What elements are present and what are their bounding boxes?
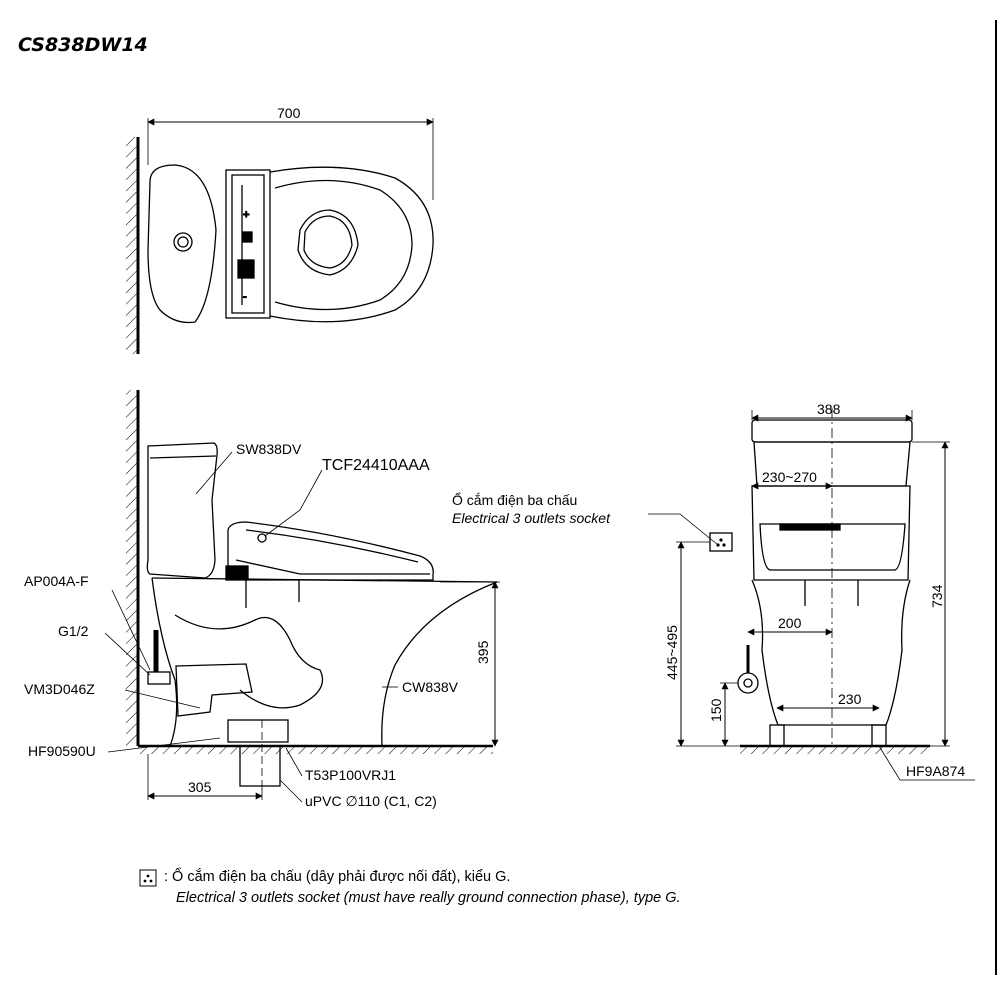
socket-height-dimension: 445~495	[664, 625, 680, 680]
part-label-hf90590u: HF90590U	[28, 743, 96, 759]
part-label-ap004a: AP004A-F	[24, 573, 89, 589]
legend-line-en: Electrical 3 outlets socket (must have r…	[176, 890, 681, 906]
valve-height-dimension: 150	[708, 698, 724, 722]
height-dimension: 395	[475, 640, 491, 664]
seat-label: TCF24410AAA	[322, 457, 430, 474]
svg-text:+: +	[243, 209, 249, 221]
bolt-spacing-dimension: 230	[838, 691, 862, 707]
model-title: CS838DW14	[18, 34, 148, 56]
socket-label-en: Electrical 3 outlets socket	[452, 510, 611, 526]
part-label-vm3d046z: VM3D046Z	[24, 681, 95, 697]
seat-width-dimension: 230~270	[762, 469, 817, 485]
front-view	[676, 408, 975, 781]
side-view	[104, 390, 719, 803]
drain-part-label: T53P100VRJ1	[305, 767, 396, 783]
top-view: + -	[126, 118, 434, 354]
pipe-label: uPVC ∅110 (C1, C2)	[305, 793, 437, 809]
part-label-g12: G1/2	[58, 623, 89, 639]
front-width-dimension: 388	[817, 401, 841, 417]
socket-dots-icon	[716, 538, 726, 547]
rough-in-dimension: 305	[188, 779, 212, 795]
tank-label: SW838DV	[236, 441, 302, 457]
svg-text:-: -	[243, 291, 247, 303]
legend-line-vi: : Ổ cắm điện ba chấu (dây phải được nối …	[164, 869, 511, 885]
wall-hatch	[126, 137, 138, 354]
bowl-label: CW838V	[402, 679, 459, 695]
legend-socket-icon	[139, 869, 157, 887]
valve-offset-dimension: 200	[778, 615, 802, 631]
total-height-dimension: 734	[929, 584, 945, 608]
socket-label-vi: Ổ cắm điện ba chấu	[452, 491, 577, 508]
top-width-dimension: 700	[277, 105, 301, 121]
part-label-hf9a874: HF9A874	[906, 763, 965, 779]
